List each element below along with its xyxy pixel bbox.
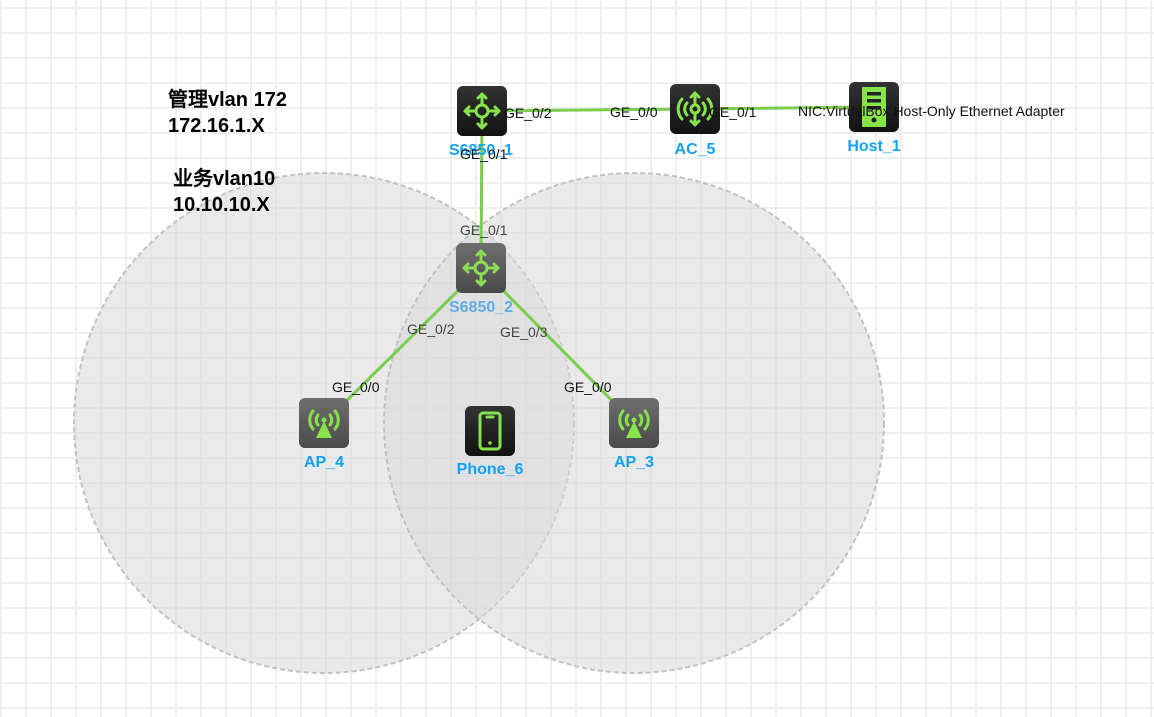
service-vlan-note: 业务vlan10 10.10.10.X <box>173 166 275 218</box>
port-label-ac-5-ge-0-1: GE_0/1 <box>709 104 757 120</box>
port-label-s6850-1-ge-0-1: GE_0/1 <box>460 146 508 162</box>
port-label-host-1-nic: NIC:VirtualBox Host-Only Ethernet Adapte… <box>798 103 1065 119</box>
ac-icon <box>676 91 714 127</box>
device-label-s6850-1[interactable]: S6850_1 <box>448 142 514 159</box>
link-s6850-1-ac-5[interactable] <box>481 107 696 113</box>
device-label-phone-6[interactable]: Phone_6 <box>456 461 524 478</box>
switch-icon <box>463 92 501 130</box>
device-label-ap-3[interactable]: AP_3 <box>613 454 655 471</box>
service-vlan-subnet: 10.10.10.X <box>173 194 270 216</box>
phone-icon <box>478 411 502 451</box>
link-ac-5-host-1[interactable] <box>694 105 875 111</box>
device-label-host-1[interactable]: Host_1 <box>847 138 901 155</box>
device-s6850-1[interactable] <box>457 86 507 136</box>
port-label-ap-4-ge-0-0: GE_0/0 <box>332 379 380 395</box>
mgmt-vlan-title: 管理vlan 172 <box>168 89 287 111</box>
port-label-ap-3-ge-0-0: GE_0/0 <box>564 379 612 395</box>
device-label-s6850-2[interactable]: S6850_2 <box>448 299 514 316</box>
host-icon <box>862 87 886 127</box>
links-layer <box>322 105 875 425</box>
port-label-s6850-2-ge-0-1: GE_0/1 <box>460 222 508 238</box>
link-s6850-2-ap-3[interactable] <box>479 266 636 425</box>
port-label-s6850-2-ge-0-3: GE_0/3 <box>500 324 548 340</box>
device-ap-3[interactable] <box>609 398 659 448</box>
ap-icon <box>308 409 340 438</box>
mgmt-vlan-subnet: 172.16.1.X <box>168 115 265 137</box>
device-label-ac-5[interactable]: AC_5 <box>674 141 716 158</box>
device-phone-6[interactable] <box>465 406 515 456</box>
port-label-s6850-2-ge-0-2: GE_0/2 <box>407 321 455 337</box>
device-host-1[interactable] <box>849 82 899 132</box>
mgmt-vlan-note: 管理vlan 172 172.16.1.X <box>168 87 287 139</box>
link-s6850-1-s6850-2[interactable] <box>479 110 484 269</box>
service-vlan-title: 业务vlan10 <box>173 168 276 190</box>
link-s6850-2-ap-4[interactable] <box>322 266 483 425</box>
device-ac-5[interactable] <box>670 84 720 134</box>
device-label-ap-4[interactable]: AP_4 <box>303 454 345 471</box>
port-label-ac-5-ge-0-0: GE_0/0 <box>610 104 658 120</box>
switch-icon <box>462 249 500 287</box>
ap-icon <box>618 409 650 438</box>
device-ap-4[interactable] <box>299 398 349 448</box>
device-s6850-2[interactable] <box>456 243 506 293</box>
port-label-s6850-1-ge-0-2: GE_0/2 <box>504 105 552 121</box>
